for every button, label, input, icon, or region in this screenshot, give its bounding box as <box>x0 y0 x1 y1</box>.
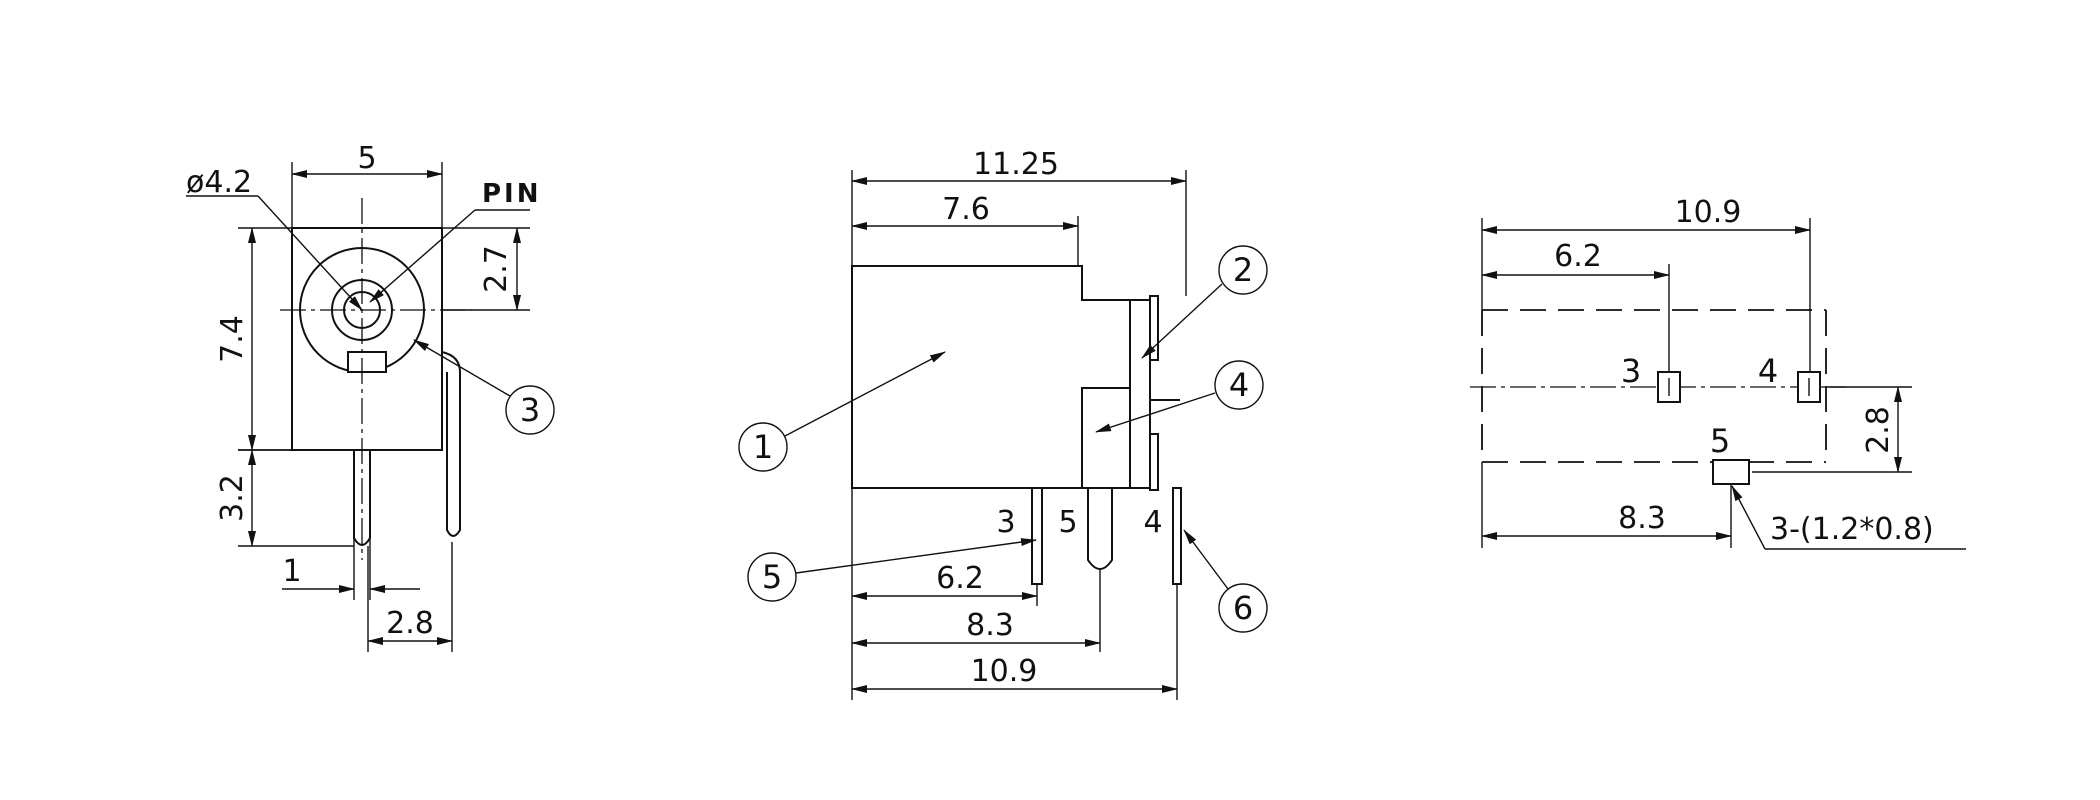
balloon-2 <box>1218 245 1268 295</box>
side-flange <box>1129 299 1151 489</box>
dim-pin-width: 1 <box>282 554 301 589</box>
side-pin-5 <box>1087 488 1113 570</box>
dim-body-length: 7.6 <box>942 192 990 227</box>
side-body-outline <box>851 265 1131 489</box>
dim-center-from-top: 2.7 <box>479 245 514 293</box>
fp-dim-pad5: 8.3 <box>1618 501 1666 536</box>
pad-label-4: 4 <box>1758 352 1778 390</box>
fp-pad-note: 3-(1.2*0.8) <box>1770 512 1934 547</box>
side-inner-block <box>1081 387 1130 488</box>
pad-label-3: 3 <box>1621 352 1641 390</box>
pad-label-5: 5 <box>1710 422 1730 460</box>
dim-total-length: 11.25 <box>973 147 1059 182</box>
front-body-outline <box>291 227 443 451</box>
side-pin-label-3: 3 <box>996 505 1015 540</box>
balloon-5 <box>747 552 797 602</box>
pin-label: PIN <box>482 179 542 209</box>
balloon-2-label: 2 <box>1233 251 1253 289</box>
front-pad <box>347 351 387 373</box>
balloon-6-label: 6 <box>1233 589 1253 627</box>
side-pin-label-5: 5 <box>1058 505 1077 540</box>
front-pin-right <box>441 351 461 537</box>
side-pin-label-4: 4 <box>1143 505 1162 540</box>
balloon-3-front-label: 3 <box>520 391 540 429</box>
dim-front-width: 5 <box>357 141 376 176</box>
side-pin-4 <box>1172 487 1182 585</box>
contact-strip-top <box>1149 295 1159 361</box>
balloon-1 <box>738 422 788 472</box>
dim-pin-spacing: 2.8 <box>386 606 434 641</box>
balloon-6 <box>1218 583 1268 633</box>
balloon-3-front <box>505 385 555 435</box>
contact-strip-bottom <box>1149 433 1159 491</box>
side-pin-3 <box>1031 487 1043 585</box>
fp-dim-pad3: 6.2 <box>1554 239 1602 274</box>
front-view: 5 ø4.2 PIN 7.4 2.7 3.2 1 2.8 <box>186 141 555 652</box>
balloon-5-label: 5 <box>762 558 782 596</box>
pad-5 <box>1712 459 1750 485</box>
dim-pin3-pos: 6.2 <box>936 561 984 596</box>
footprint-view: 3 4 5 10.9 6.2 8.3 2.8 3-(1.2*0.8) <box>1470 195 1966 550</box>
balloon-1-label: 1 <box>753 428 773 466</box>
dim-pin5-pos: 8.3 <box>966 608 1014 643</box>
balloon-4 <box>1214 360 1264 410</box>
fp-dim-offset: 2.8 <box>1861 406 1896 454</box>
dim-pin4-pos: 10.9 <box>971 654 1038 689</box>
dim-diameter: ø4.2 <box>186 165 252 200</box>
side-view: 11.25 7.6 6.2 8.3 10.9 3 5 4 1 2 4 <box>738 147 1268 700</box>
balloon-4-label: 4 <box>1229 366 1249 404</box>
fp-dim-total: 10.9 <box>1675 195 1742 230</box>
dim-pin-length: 3.2 <box>215 474 250 522</box>
dim-front-height: 7.4 <box>215 315 250 363</box>
